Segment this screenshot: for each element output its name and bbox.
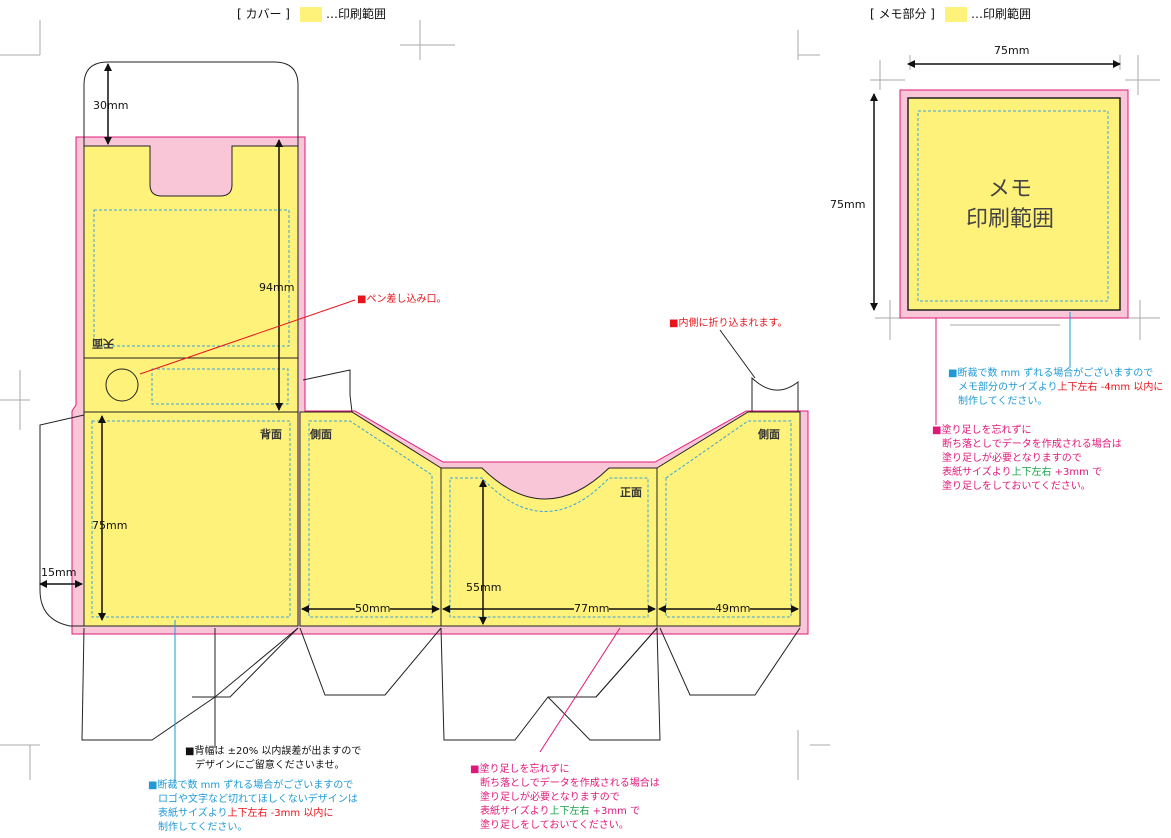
dim-55: 55mm (466, 581, 502, 594)
memo-cut-line2: メモ部分のサイズより上下左右 -4mm 以内に (948, 381, 1163, 395)
memo-bleed-line4: 表紙サイズより上下左右 +3mm で (932, 466, 1122, 480)
memo-cut-line1: ■断裁で数 mm ずれる場合がございますので (948, 368, 1154, 379)
memo-cut-line2b: 上下左右 -4mm (1057, 382, 1131, 393)
spine-note: ■背幅は ±20% 以内誤差が出ますので デザインにご留意くださいませ。 (185, 745, 361, 773)
back-panel (83, 411, 299, 627)
pen-hole (105, 368, 139, 402)
cut-line3: 表紙サイズより上下左右 -3mm 以内に (148, 807, 358, 821)
dim-94: 94mm (259, 281, 295, 294)
side-left-panel (299, 411, 442, 627)
cover-header: [ カバー ] …印刷範囲 (237, 5, 386, 22)
cut-note: ■断裁で数 mm ずれる場合がございますので ロゴや文字など切れてほしくないデザ… (148, 779, 358, 835)
fold-in-flap (751, 376, 799, 412)
memo-bleed-line5: 塗り足しをしておいてください。 (942, 481, 1091, 492)
memo-title-line1: メモ (987, 177, 1032, 202)
cut-line3c: 以内に (300, 808, 334, 819)
bleed-line4a: 表紙サイズより (480, 806, 550, 817)
spine-line2: デザインにご留意くださいませ。 (195, 760, 345, 771)
front-panel (440, 467, 658, 627)
memo-piece (899, 89, 1129, 319)
bleed-line3: 塗り足しが必要となりますので (480, 792, 620, 803)
memo-legend: …印刷範囲 (971, 7, 1032, 21)
memo-label: [ メモ部分 ] (870, 7, 935, 21)
dim-50: 50mm (355, 602, 391, 615)
dim-30: 30mm (93, 99, 129, 112)
label-top: 天面 (92, 337, 114, 350)
bleed-line1: ■塗り足しを忘れずに (470, 764, 570, 775)
dim-75: 75mm (92, 519, 128, 532)
dim-memo-h: 75mm (830, 198, 866, 211)
bleed-line4c: +3mm (589, 806, 627, 817)
top-panel (83, 145, 299, 359)
cut-line2: ロゴや文字など切れてほしくないデザインは (158, 794, 358, 805)
bleed-line4: 表紙サイズより上下左右 +3mm で (470, 805, 660, 819)
bleed-line2: 断ち落としでデータを作成される場合は (480, 778, 660, 789)
memo-cut-note: ■断裁で数 mm ずれる場合がございますので メモ部分のサイズより上下左右 -4… (948, 367, 1163, 409)
print-area-swatch (945, 7, 967, 22)
glue-flap (39, 414, 85, 627)
cut-line4: 制作してください。 (158, 822, 248, 833)
memo-title-line2: 印刷範囲 (965, 207, 1054, 232)
memo-bleed-line4d: で (1088, 467, 1103, 478)
memo-bleed-line3: 塗り足しが必要となりますので (942, 453, 1082, 464)
label-side-left: 側面 (310, 428, 332, 441)
cover-panels (83, 145, 801, 627)
memo-bleed-line1: ■塗り足しを忘れずに (932, 425, 1032, 436)
memo-bleed-note: ■塗り足しを忘れずに 断ち落としでデータを作成される場合は 塗り足しが必要となり… (932, 424, 1122, 494)
label-side-right: 側面 (758, 428, 780, 441)
flap-left-top (302, 369, 353, 413)
memo-bleed-line4b: 上下左右 (1011, 467, 1052, 478)
cut-line3a: 表紙サイズより (158, 808, 228, 819)
cover-legend: …印刷範囲 (326, 7, 387, 21)
bottom-flaps (81, 626, 801, 741)
label-back: 背面 (260, 428, 282, 441)
dim-15: 15mm (41, 566, 77, 579)
spine-line1: ■背幅は ±20% 以内誤差が出ますので (185, 746, 362, 757)
memo-bleed-line2: 断ち落としでデータを作成される場合は (942, 439, 1122, 450)
memo-bleed-line4a: 表紙サイズより (942, 467, 1012, 478)
cover-label: [ カバー ] (237, 7, 290, 21)
memo-cut-line2a: メモ部分のサイズより (958, 382, 1058, 393)
leader-lines (139, 299, 1071, 782)
bleed-line4d: で (626, 806, 641, 817)
cut-line1: ■断裁で数 mm ずれる場合がございますので (148, 780, 354, 791)
top-tab-outline (83, 61, 299, 146)
bleed-line4b: 上下左右 (549, 806, 590, 817)
memo-bleed-line4c: +3mm (1051, 467, 1089, 478)
dim-49: 49mm (715, 602, 751, 615)
bleed-note: ■塗り足しを忘れずに 断ち落としでデータを作成される場合は 塗り足しが必要となり… (470, 763, 660, 833)
dimension-arrows (39, 60, 1121, 625)
memo-cut-line2c: 以内に (1130, 382, 1164, 393)
label-front: 正面 (620, 486, 642, 499)
print-area-swatch (300, 7, 322, 22)
callout-pen-slot: ■ペン差し込み口。 (357, 294, 447, 305)
callout-fold-inside: ■内側に折り込まれます。 (669, 318, 788, 329)
dim-memo-w: 75mm (994, 44, 1030, 57)
cut-line3b: 上下左右 -3mm (227, 808, 301, 819)
dim-77: 77mm (574, 602, 610, 615)
side-right-panel (656, 411, 801, 627)
memo-header: [ メモ部分 ] …印刷範囲 (870, 5, 1031, 22)
memo-title: メモ 印刷範囲 (930, 175, 1090, 235)
bleed-line5: 塗り足しをしておいてください。 (480, 820, 629, 831)
memo-cut-line3: 制作してください。 (958, 396, 1048, 407)
